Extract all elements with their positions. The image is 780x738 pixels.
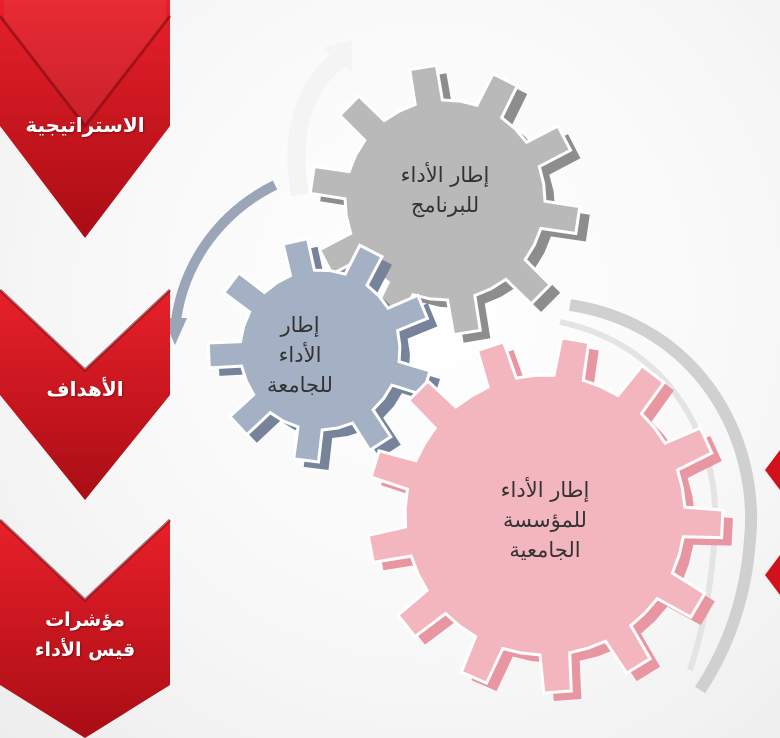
gear-label-program: إطار الأداء للبرنامج (400, 163, 490, 217)
edge-marker-right-1 (765, 450, 780, 490)
cycle-arrow-gray-outer (569, 299, 757, 694)
edge-marker-right-2 (765, 555, 780, 595)
gear-label-institution: إطار الأداء للمؤسسة الجامعية (500, 478, 590, 562)
gear-face (206, 236, 432, 464)
step-label-strategy: الاستراتيجية (25, 113, 145, 137)
cycle-arrow-top-head (322, 40, 352, 72)
chevron-goals (0, 288, 172, 500)
step-label-goals: الأهداف (46, 377, 124, 401)
gear-institution (366, 336, 733, 701)
cycle-arrow-blue (170, 180, 278, 331)
chevron-strategy (0, 0, 172, 238)
step-label-indicators: مؤشرات قيس الأداء (34, 609, 136, 661)
chevron-indicators (0, 518, 172, 738)
gear-label-university: إطار الأداء للجامعة (267, 313, 333, 397)
gear-face (366, 336, 725, 695)
cycle-arrow-gray-inner (559, 319, 719, 671)
gear-university (206, 236, 440, 470)
cycle-arrow-top (287, 47, 351, 197)
